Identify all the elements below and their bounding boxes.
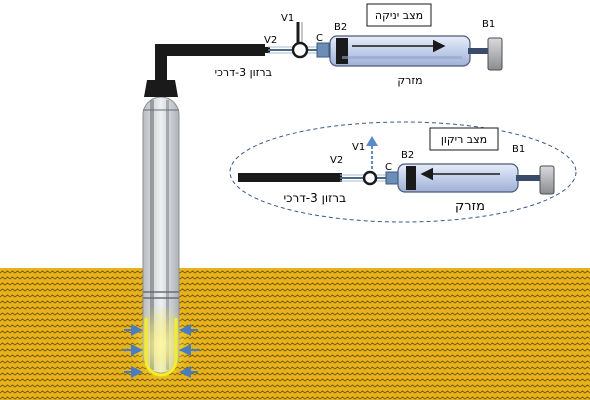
tube-stopper (144, 80, 178, 97)
inflow-arrows (122, 324, 200, 378)
valve-label-inset: ברזון 3-דרכי (283, 191, 346, 205)
c-label-top: C (316, 33, 323, 44)
mode-box-inset (429, 127, 499, 151)
c-label-inset: C (385, 162, 392, 173)
mode-label-inset: מצב ריקון (441, 133, 487, 146)
valve-icon-inset[interactable] (362, 170, 378, 186)
mode-label-top: מצב יניקה (375, 9, 423, 22)
v1-label-inset: V1 (352, 142, 365, 153)
valve-label-top: ברזון 3-דרכי (215, 66, 272, 79)
b2-label-top: B2 (334, 22, 347, 33)
porous-cup (129, 305, 193, 385)
b2-label-inset: B2 (401, 150, 414, 161)
inset-connector (340, 136, 402, 185)
sampling-tube (142, 96, 180, 374)
syringe-label-inset: מזרק (455, 199, 485, 214)
soil-layer (0, 268, 590, 400)
inset-pipe (238, 173, 342, 182)
b1-label-inset: B1 (512, 144, 525, 155)
syringe-inset (397, 163, 555, 195)
v2-label-top: V2 (264, 35, 277, 46)
v2-label-inset: V2 (330, 155, 343, 166)
top-pipe (155, 44, 270, 82)
syringe-top (329, 35, 503, 71)
valve-icon-top[interactable] (291, 41, 309, 59)
syringe-label-top: מזרק (397, 74, 422, 87)
inset-ellipse (229, 121, 577, 223)
v1-label-top: V1 (281, 13, 294, 24)
mode-box-top (366, 3, 432, 27)
b1-label-top: B1 (482, 19, 495, 30)
